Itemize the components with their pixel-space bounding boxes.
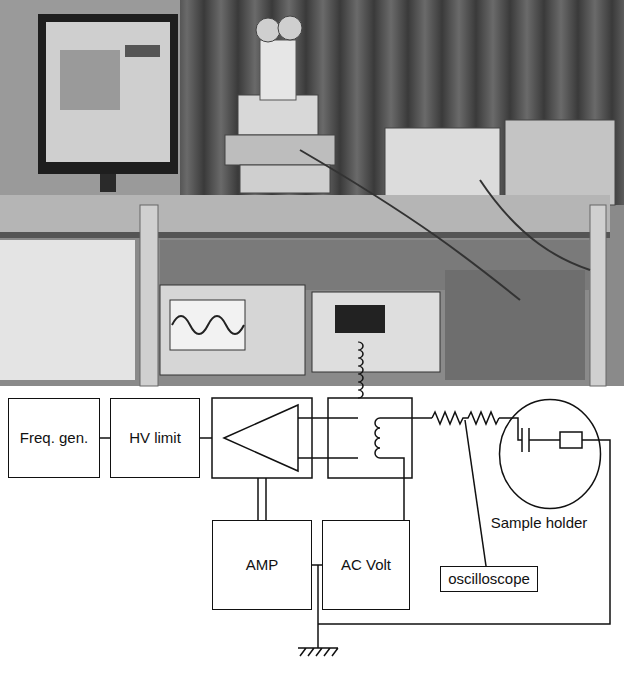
wire [312, 417, 328, 419]
oscilloscope-box: oscilloscope [440, 566, 538, 592]
wire [318, 440, 610, 624]
wire [265, 478, 267, 520]
amplifier-box [212, 398, 312, 478]
circle-outline [498, 398, 602, 510]
capacitor-symbol [521, 428, 523, 452]
lab-photo [0, 0, 624, 386]
node-label: HV limit [129, 429, 181, 446]
transformer-secondary [375, 418, 380, 458]
leader-line [465, 420, 486, 566]
wire [298, 417, 312, 419]
node-label: oscilloscope [448, 570, 530, 587]
wire [380, 458, 404, 520]
wire [298, 457, 312, 459]
wire [200, 437, 212, 439]
amplifier-box: AMP [212, 520, 312, 610]
wire-connector [100, 437, 110, 439]
sample-symbol [560, 432, 582, 448]
wire-connector [312, 564, 322, 566]
wire [328, 418, 358, 458]
node-label: AMP [246, 556, 279, 573]
amplifier-symbol [224, 405, 298, 471]
wire [317, 565, 319, 648]
transformer-primary [358, 342, 363, 398]
ground-symbol [298, 648, 338, 656]
wire [257, 478, 259, 520]
wire [312, 457, 328, 459]
circuit-wiring [200, 342, 610, 656]
node-label: AC Volt [341, 556, 391, 573]
node-label: Sample holder [464, 514, 614, 531]
process-box: Freq. gen. [8, 398, 100, 478]
sample-holder-circle: Sample holder [498, 398, 602, 510]
wire [380, 417, 432, 419]
transformer-box [328, 398, 412, 478]
wire [529, 439, 560, 441]
voltmeter-box: AC Volt [322, 520, 410, 610]
process-box: HV limit [110, 398, 200, 478]
node-label: Freq. gen. [20, 429, 88, 446]
